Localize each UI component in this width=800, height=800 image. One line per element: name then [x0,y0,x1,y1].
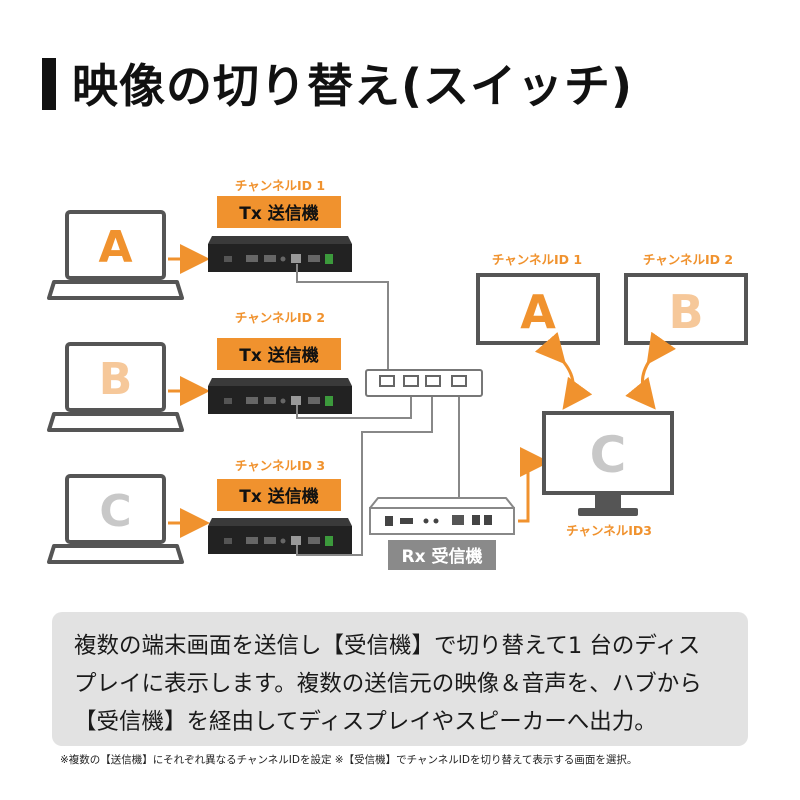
rx-tag: Rx 受信機 [402,546,483,567]
tx2-channel-label: チャンネルID 2 [235,310,325,325]
caption-line-3: 【受信機】を経由してディスプレイやスピーカーへ出力。 [74,709,657,735]
caption-box [52,612,748,746]
monitor-c: C [542,411,674,516]
tx3-tag-bg [217,479,341,511]
title-accent-bar [42,58,56,110]
rx-tag-bg [388,540,496,570]
monitor-a-letter: A [520,285,556,339]
switch-arrows [534,331,677,410]
laptop-b: B [47,342,184,432]
tx3-tag: Tx 送信機 [239,486,318,507]
tx2-tag: Tx 送信機 [239,345,318,366]
laptop-a: A [47,210,184,300]
tx1-tag: Tx 送信機 [239,203,318,224]
laptop-c: C [47,474,184,564]
laptop-b-letter: B [99,354,133,405]
network-hub [365,369,483,397]
laptop-a-letter: A [98,222,132,273]
monitor-b-letter: B [668,285,703,339]
tx3-channel-label: チャンネルID 3 [235,458,325,473]
caption-line-2: プレイに表示します。複数の送信元の映像＆音声を、ハブから [74,671,702,697]
footnote: ※複数の【送信機】にそれぞれ異なるチャンネルIDを設定 ※【受信機】でチャンネル… [60,754,638,766]
monitor-b-channel-label: チャンネルID 2 [643,252,733,267]
tx2-device [208,378,352,414]
tx3-device [208,518,352,554]
monitor-c-channel-label: チャンネルID3 [566,523,652,538]
page-title: 映像の切り替え(スイッチ) [72,59,634,113]
tx1-device [208,236,352,272]
arrow-rx-to-monitor [518,447,550,523]
rx-device [369,497,515,535]
tx2-tag-bg [217,338,341,370]
tx1-channel-label: チャンネルID 1 [235,178,325,193]
monitor-a: A [476,273,600,345]
tx1-tag-bg [217,196,341,228]
monitor-a-channel-label: チャンネルID 1 [492,252,582,267]
laptop-c-letter: C [99,486,131,537]
monitor-b: B [624,273,748,345]
switching-diagram: A B C チャンネルID 1 Tx 送信機 チャンネルID 2 Tx 送信機 … [47,178,748,570]
caption-line-1: 複数の端末画面を送信し【受信機】で切り替えて1 台のディス [74,633,701,659]
monitor-c-letter: C [590,426,627,484]
